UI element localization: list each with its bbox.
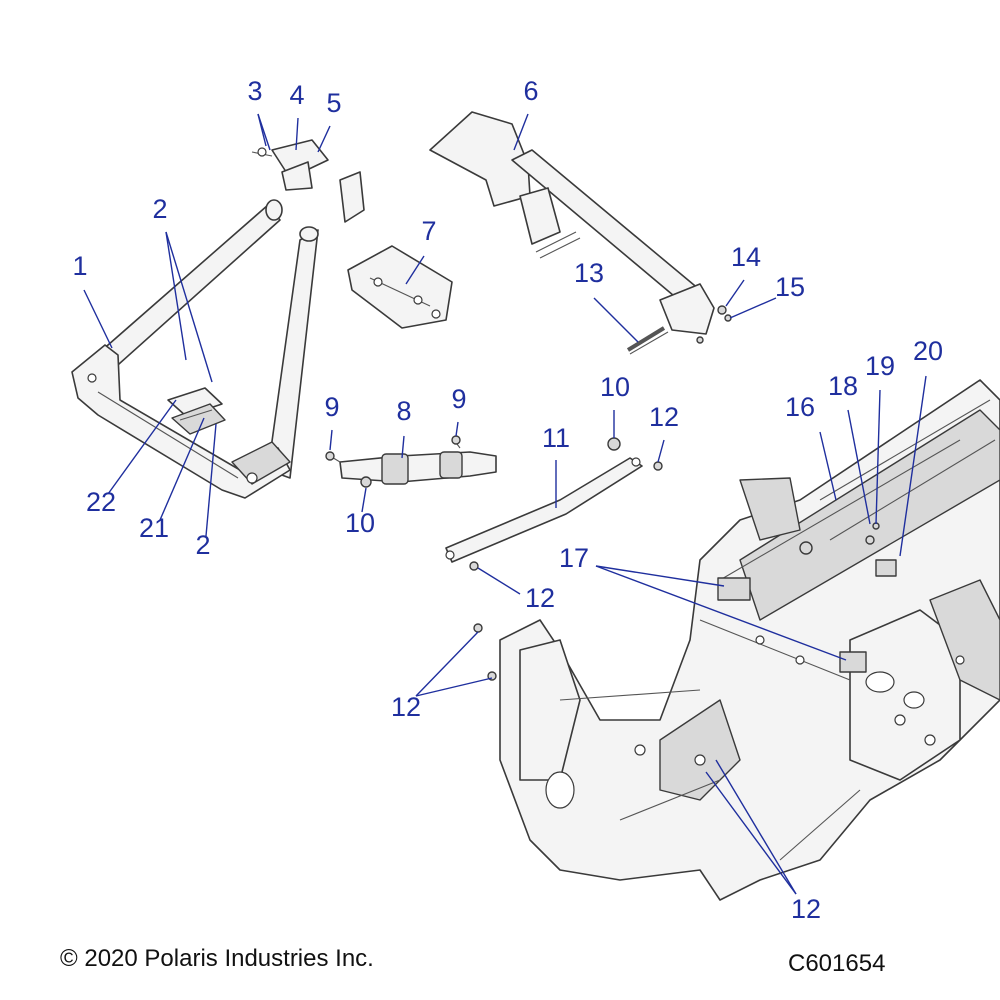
callout-3: 3 bbox=[247, 76, 262, 106]
callout-21: 21 bbox=[139, 513, 169, 543]
callout-12: 12 bbox=[525, 583, 555, 613]
part-bolts-12 bbox=[469, 461, 663, 681]
part-link-bar bbox=[445, 457, 643, 563]
part-small-bolts bbox=[325, 435, 621, 488]
callout-20: 20 bbox=[913, 336, 943, 366]
callout-22: 22 bbox=[86, 487, 116, 517]
callout-15: 15 bbox=[775, 272, 805, 302]
callout-12: 12 bbox=[791, 894, 821, 924]
callout-18: 18 bbox=[828, 371, 858, 401]
callout-17: 17 bbox=[559, 543, 589, 573]
callout-2: 2 bbox=[152, 194, 167, 224]
callout-6: 6 bbox=[523, 76, 538, 106]
part-mount-plate bbox=[347, 245, 453, 329]
callout-9: 9 bbox=[324, 392, 339, 422]
part-top-brackets bbox=[251, 139, 365, 223]
callout-10: 10 bbox=[345, 508, 375, 538]
part-bolt-13 bbox=[626, 326, 669, 355]
callout-16: 16 bbox=[785, 392, 815, 422]
callout-11: 11 bbox=[542, 423, 570, 453]
part-upper-support bbox=[429, 111, 715, 335]
callout-9: 9 bbox=[451, 384, 466, 414]
callout-4: 4 bbox=[289, 80, 304, 110]
part-strut bbox=[329, 439, 497, 485]
callout-13: 13 bbox=[574, 258, 604, 288]
callout-1: 1 bbox=[72, 251, 87, 281]
part-plates bbox=[167, 387, 226, 435]
callout-12: 12 bbox=[649, 402, 679, 432]
figure-code: C601654 bbox=[788, 950, 886, 977]
callout-14: 14 bbox=[731, 242, 761, 272]
callout-8: 8 bbox=[396, 396, 411, 426]
part-front-tube-frame bbox=[71, 199, 319, 499]
callout-2: 2 bbox=[195, 530, 210, 560]
callout-10: 10 bbox=[600, 372, 630, 402]
callout-12: 12 bbox=[391, 692, 421, 722]
callout-7: 7 bbox=[421, 216, 436, 246]
callout-5: 5 bbox=[326, 88, 341, 118]
leader-lines bbox=[83, 113, 927, 895]
part-main-chassis bbox=[499, 379, 1000, 901]
callout-19: 19 bbox=[865, 351, 895, 381]
copyright-notice: © 2020 Polaris Industries Inc. bbox=[60, 945, 374, 972]
